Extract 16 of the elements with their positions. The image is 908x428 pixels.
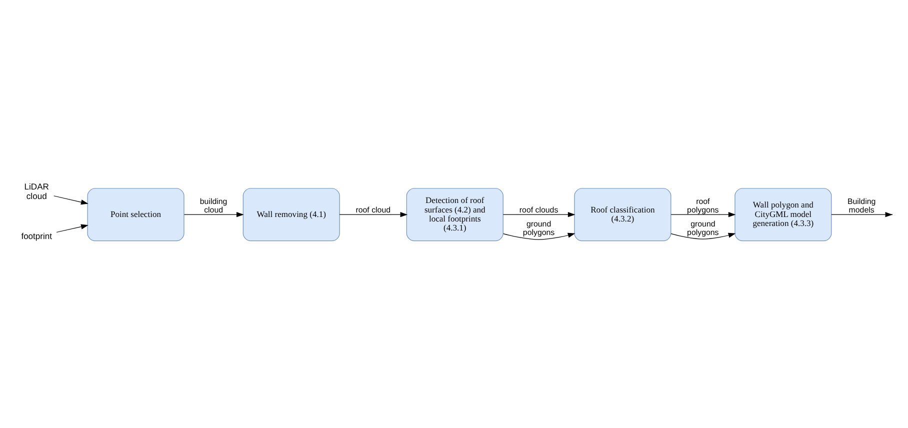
- arrow: [183, 212, 244, 218]
- node-box: Wall polygon and CityGML model generation (4.3.3): [734, 188, 832, 242]
- node-text: footprint: [20, 230, 52, 241]
- arrow: [56, 224, 88, 233]
- arrow: [670, 232, 736, 240]
- arrow: [53, 196, 88, 205]
- arrow: [502, 232, 575, 240]
- node-box: Point selection: [86, 188, 184, 242]
- arrow: [502, 212, 575, 218]
- node-box: Detection of roof surfaces (4.2) and local footprints (4.3.1): [406, 188, 503, 242]
- node-box: Wall removing (4.1): [242, 188, 340, 242]
- arrow: [670, 212, 736, 218]
- arrow: [338, 212, 408, 218]
- arrow: [830, 212, 892, 218]
- node-box: Roof classification (4.3.2): [574, 188, 671, 242]
- node-text: LiDAR cloud: [24, 182, 48, 201]
